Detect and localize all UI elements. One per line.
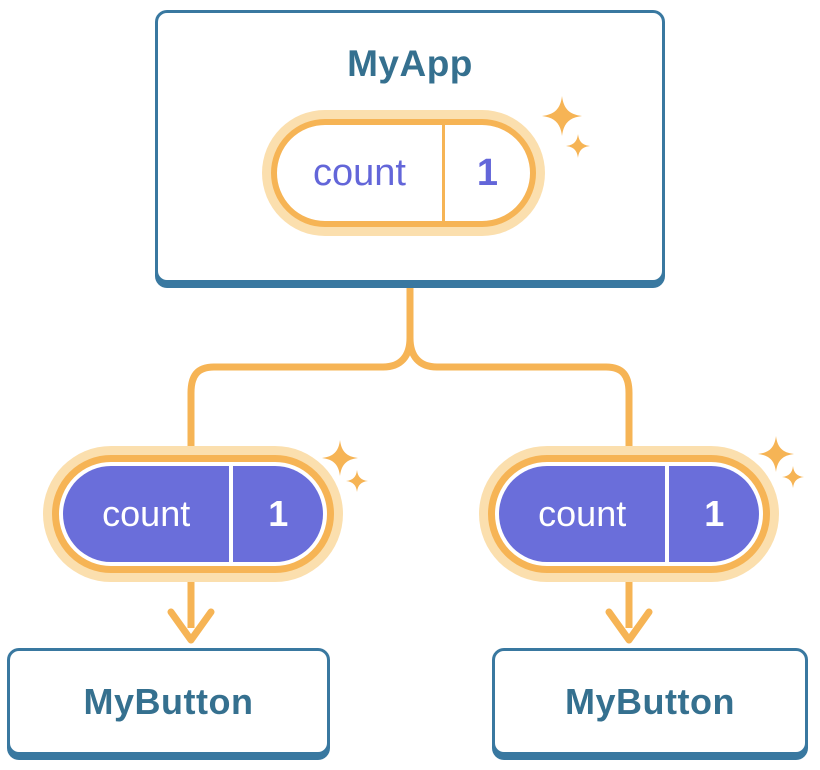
state-value: 1 (442, 125, 530, 221)
state-pill-left: count 1 (43, 446, 343, 582)
sparkle-icon (346, 470, 368, 492)
component-node-mybutton-right: MyButton (492, 648, 808, 755)
state-name: count (102, 493, 191, 534)
state-value: 1 (665, 466, 759, 562)
sparkle-icon (782, 466, 804, 488)
state-pill-right-core: count 1 (499, 466, 759, 562)
state-name: count (538, 493, 627, 534)
state-value: 1 (229, 466, 323, 562)
arrowhead-left (167, 608, 215, 644)
sparkle-icon (758, 436, 794, 472)
state-pill-left-core: count 1 (63, 466, 323, 562)
sparkle-icon (542, 96, 582, 136)
state-pill-left-ring: count 1 (52, 455, 334, 573)
component-title: MyButton (83, 680, 254, 722)
state-pill-right: count 1 (479, 446, 779, 582)
arrowhead-right (605, 608, 653, 644)
component-node-mybutton-left: MyButton (7, 648, 330, 755)
sparkle-icon (322, 440, 358, 476)
component-title: MyButton (565, 680, 735, 722)
state-pill-right-ring: count 1 (488, 455, 770, 573)
state-pill-root: count 1 (262, 110, 545, 236)
state-pill-root-ring: count 1 (271, 119, 536, 227)
sparkle-icon (566, 134, 590, 158)
edge-right (406, 284, 633, 628)
state-name: count (313, 151, 406, 194)
component-title: MyApp (347, 43, 473, 84)
